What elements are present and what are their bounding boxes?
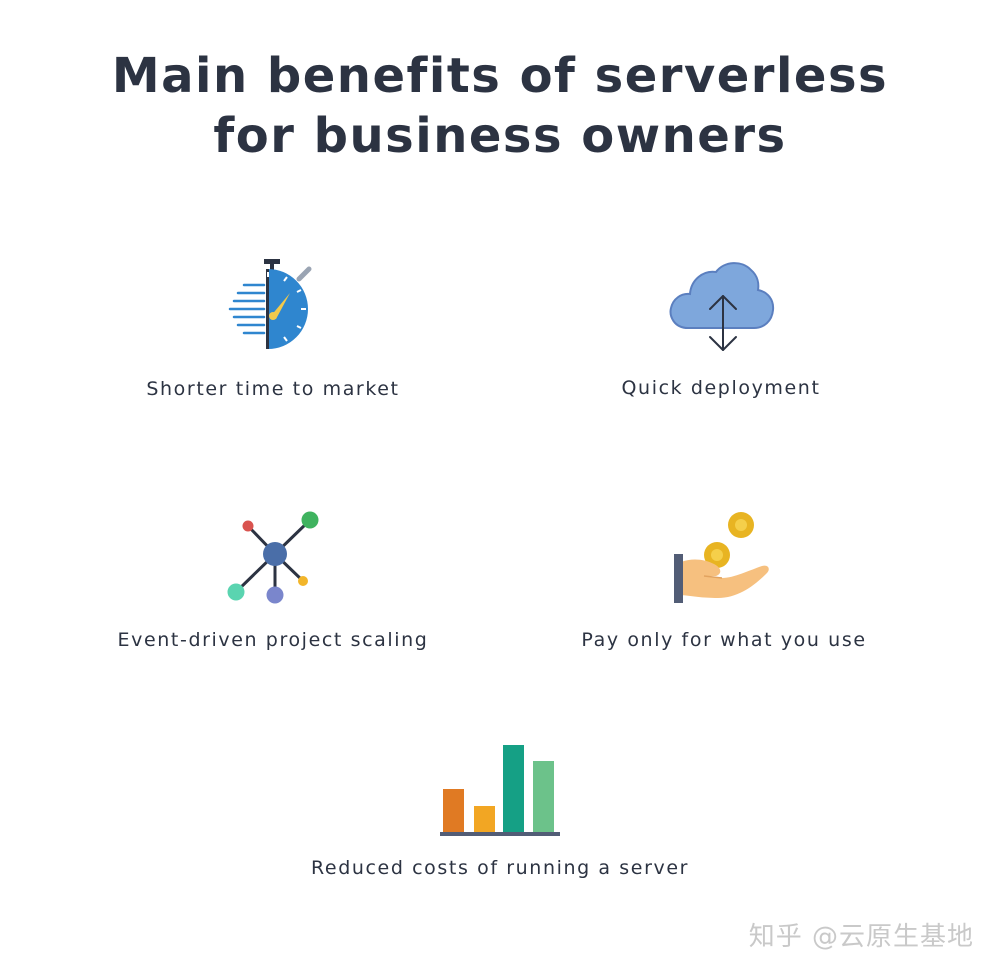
bar-teal xyxy=(503,745,524,833)
chart-baseline xyxy=(440,832,560,836)
stopwatch-icon xyxy=(228,259,312,349)
benefit-label-quick-deployment: Quick deployment xyxy=(621,377,821,399)
bar-yellow xyxy=(474,806,495,833)
benefit-label-reduced-costs: Reduced costs of running a server xyxy=(310,857,690,879)
title-line-2: for business owners xyxy=(213,108,787,164)
page-title: Main benefits of serverless for business… xyxy=(0,46,1000,166)
title-line-1: Main benefits of serverless xyxy=(111,48,889,104)
bar-chart-icon xyxy=(440,745,560,836)
bar-orange xyxy=(443,789,464,833)
bar-green xyxy=(533,761,554,833)
network-nodes-icon xyxy=(227,511,319,604)
benefit-label-pay-per-use: Pay only for what you use xyxy=(581,629,867,651)
watermark: 知乎 @云原生基地 xyxy=(748,922,974,952)
benefit-label-time-to-market: Shorter time to market xyxy=(146,378,400,400)
hand-coins-icon xyxy=(674,512,769,603)
benefit-label-event-driven-scaling: Event-driven project scaling xyxy=(117,629,429,651)
cloud-upload-download-icon xyxy=(669,262,775,351)
